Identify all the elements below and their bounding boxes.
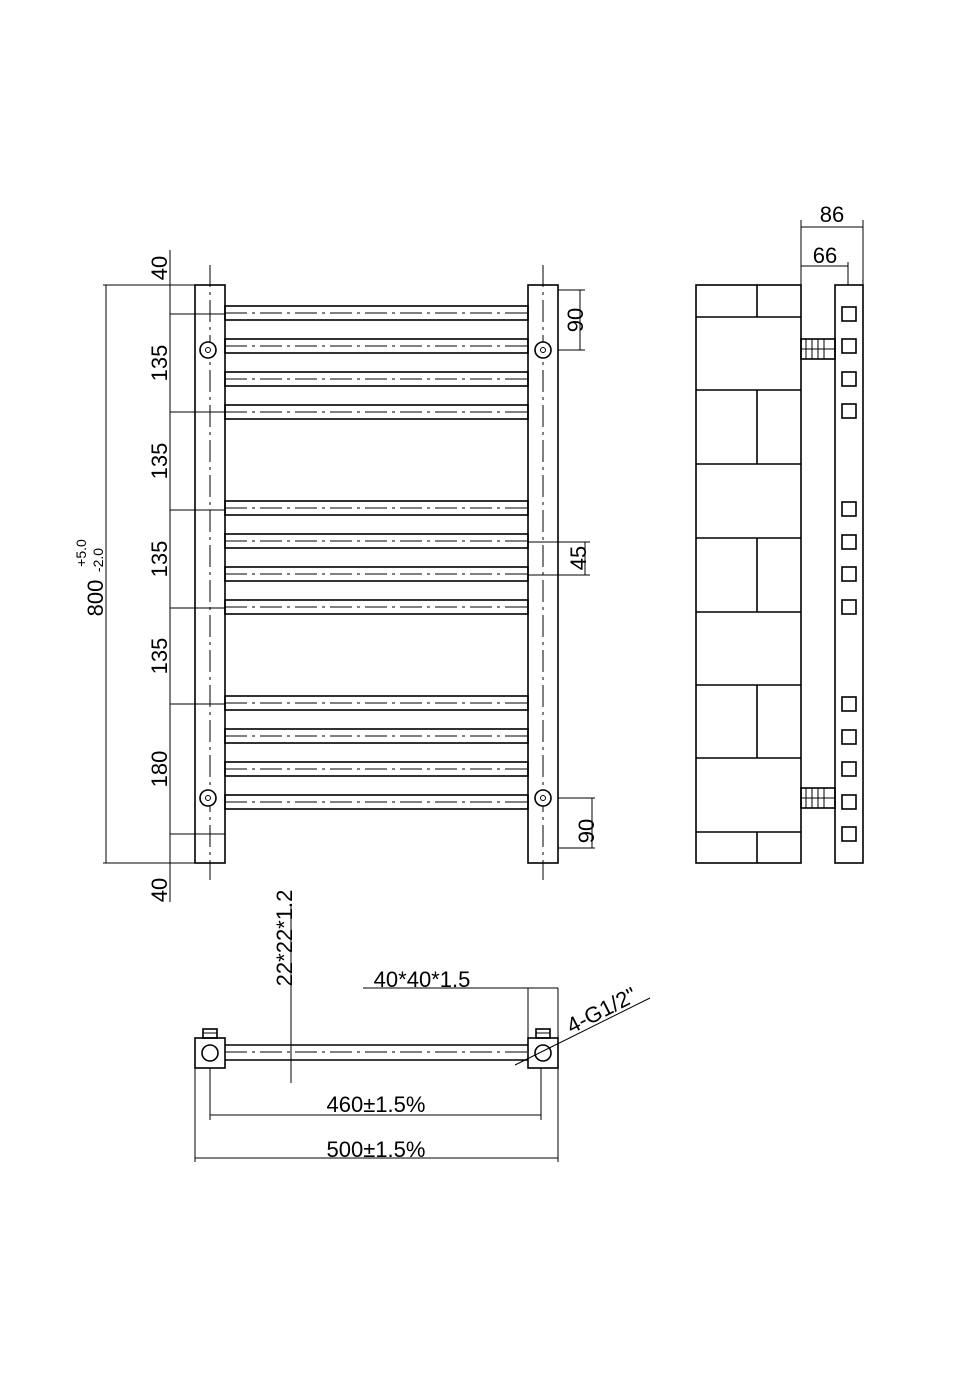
side-bar-section: [841, 826, 857, 842]
dim-total-depth: 86: [820, 202, 844, 227]
dim-top-connection: 90: [563, 308, 588, 332]
side-bar-section: [841, 729, 857, 745]
side-bar-section: [841, 338, 857, 354]
side-bar-section: [841, 501, 857, 517]
dim-upright-spec: 40*40*1.5: [374, 967, 471, 992]
top-view: 22*22*1.2 40*40*1.5 4-G1/2" 460±1.5% 500…: [194, 890, 651, 1162]
top-right-upright: [527, 1037, 559, 1069]
dim-section-3: 135: [147, 541, 172, 578]
dim-mid-offset: 45: [566, 546, 591, 570]
bottom-bracket: [800, 787, 836, 809]
side-bar-block: [695, 284, 802, 864]
dim-overall-height: 800: [83, 580, 108, 617]
side-bar-section: [841, 403, 857, 419]
dim-top-margin: 40: [147, 256, 172, 280]
side-view: 86 66: [695, 202, 864, 864]
side-bar-section: [841, 566, 857, 582]
dim-bottom-connection: 90: [574, 819, 599, 843]
side-bar-section: [841, 534, 857, 550]
side-bar-section: [841, 371, 857, 387]
side-block-divisions: [696, 285, 801, 863]
dim-section-1: 135: [147, 345, 172, 382]
side-bar-section: [841, 761, 857, 777]
dim-overall-width: 500±1.5%: [327, 1137, 426, 1162]
side-bar-section: [841, 599, 857, 615]
front-view: 40 135 135 135 135 180 40 800 +5.0 -2.0 …: [73, 250, 599, 902]
dim-overall-tol-upper: +5.0: [73, 539, 89, 567]
dim-center-distance: 460±1.5%: [327, 1092, 426, 1117]
dim-wall-depth: 66: [813, 243, 837, 268]
section-boundaries: [170, 313, 225, 835]
dim-connection-spec: 4-G1/2": [562, 982, 640, 1038]
dim-section-4: 135: [147, 638, 172, 675]
connection-holes: [199, 341, 552, 807]
top-left-upright: [194, 1037, 226, 1069]
dim-section-2: 135: [147, 443, 172, 480]
dim-overall-tol-lower: -2.0: [90, 548, 106, 572]
side-bar-section: [841, 794, 857, 810]
side-bar-sections: [841, 306, 857, 842]
dim-bar-spec: 22*22*1.2: [272, 890, 297, 987]
side-bar-section: [841, 696, 857, 712]
dim-section-5: 180: [147, 751, 172, 788]
heating-bars: [224, 305, 529, 810]
top-bracket: [800, 338, 836, 360]
side-bar-section: [841, 306, 857, 322]
dim-bottom-margin: 40: [147, 878, 172, 902]
side-upright: [834, 284, 864, 864]
